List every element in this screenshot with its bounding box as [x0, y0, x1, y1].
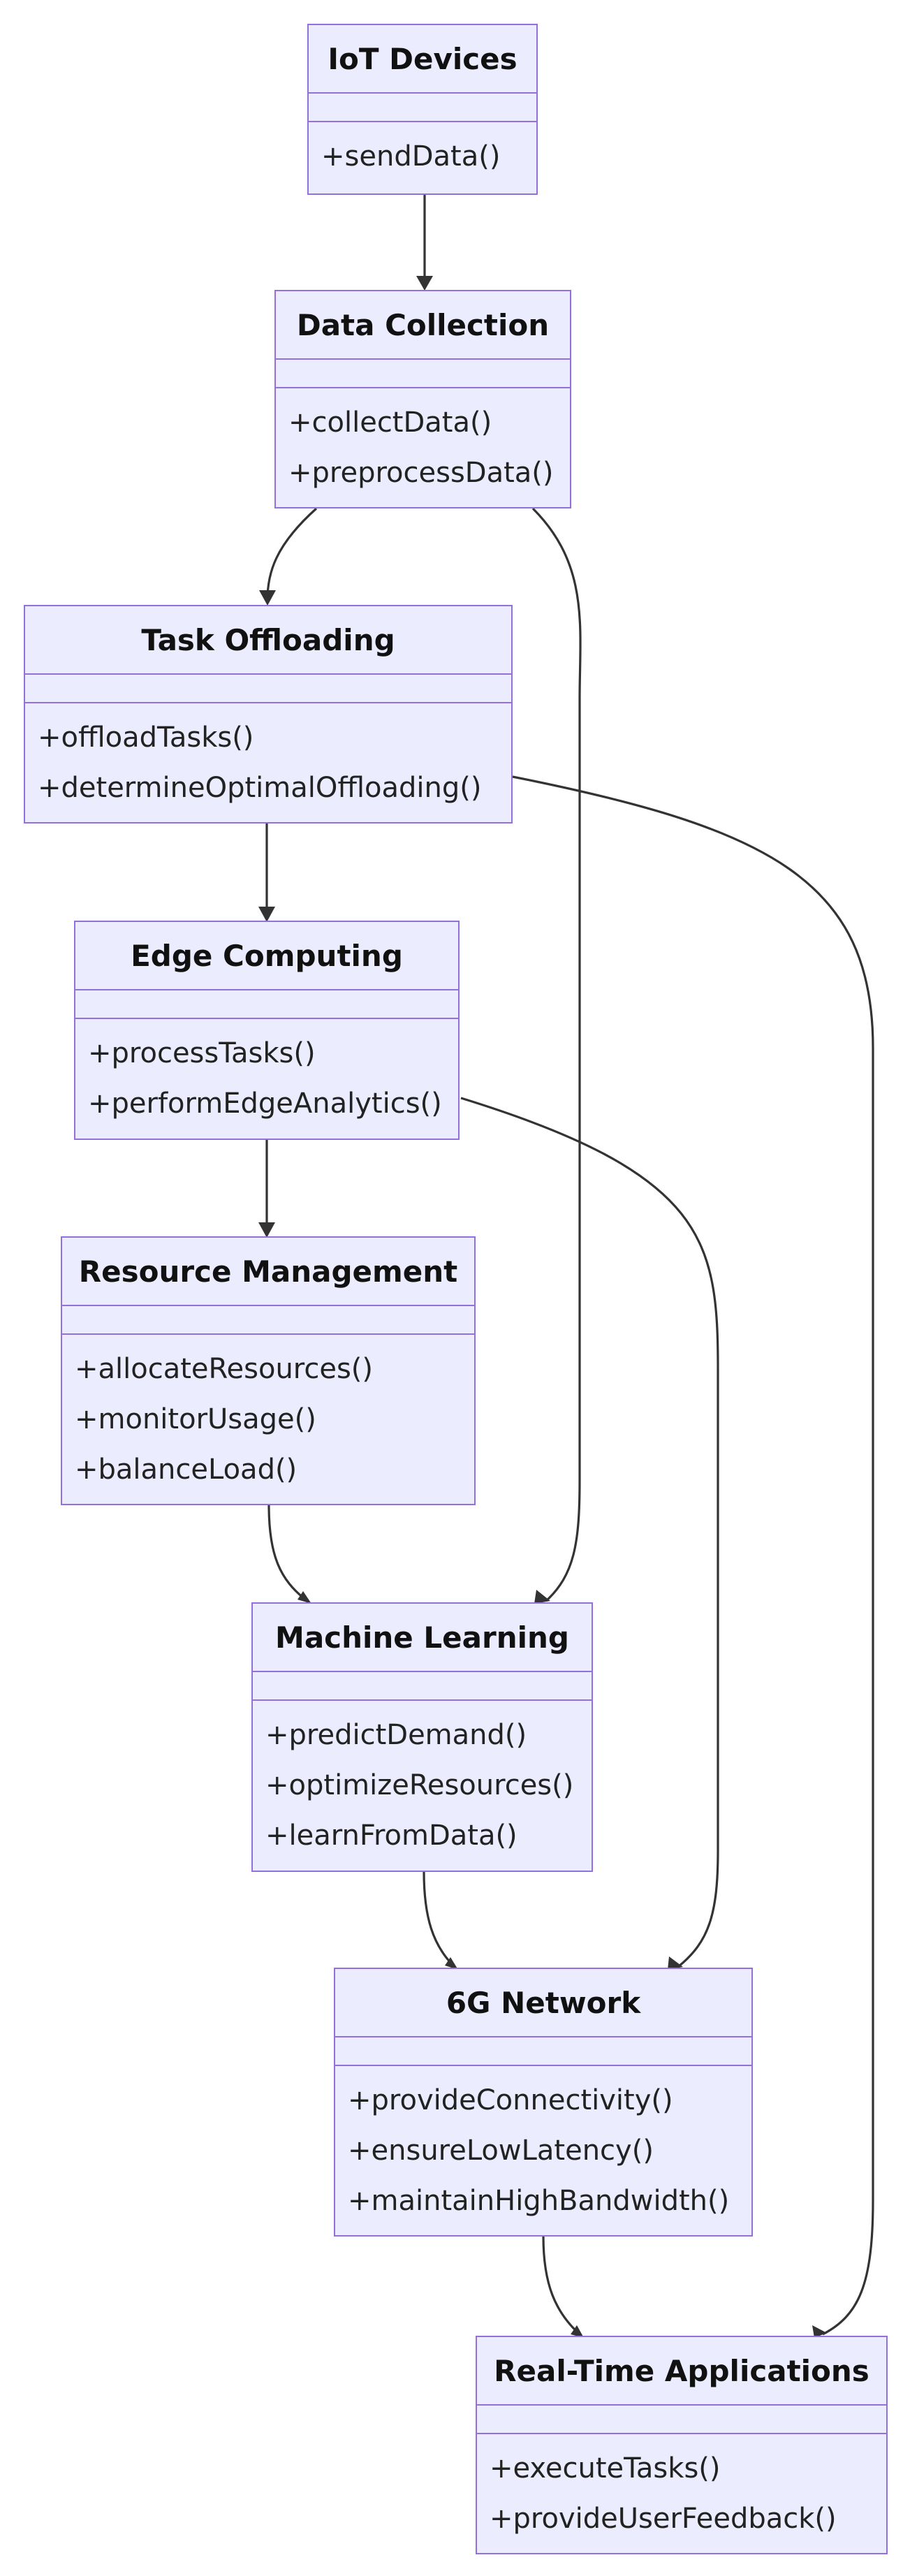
class-node-data-collection[interactable]: Data Collection +collectData() +preproce… [274, 290, 571, 508]
method-item: +provideUserFeedback() [490, 2503, 837, 2535]
method-item: +performEdgeAnalytics() [88, 1088, 442, 1120]
divider [335, 2065, 751, 2066]
arrowhead-iot-devices-to-data-collection [416, 276, 433, 291]
arrowhead-network-6g-to-realtime-apps [571, 2325, 584, 2338]
class-title: 6G Network [446, 1985, 641, 2020]
class-title: Real-Time Applications [494, 2353, 869, 2388]
edge-machine-learning-to-network-6g [423, 1871, 455, 1968]
method-item: +determineOptimalOffloading() [38, 772, 482, 804]
divider [75, 1018, 458, 1019]
divider [253, 1699, 592, 1701]
edge-network-6g-to-realtime-apps [542, 2236, 581, 2336]
arrowhead-data-collection-to-task-offloading [259, 590, 276, 606]
method-list: +executeTasks() +provideUserFeedback() [490, 2443, 882, 2544]
method-item: +allocateResources() [75, 1353, 374, 1385]
method-item: +sendData() [321, 140, 501, 173]
arrowhead-machine-learning-to-network-6g [445, 1957, 458, 1970]
method-item: +provideConnectivity() [348, 2084, 673, 2116]
method-list: +provideConnectivity() +ensureLowLatency… [348, 2075, 747, 2226]
edge-data-collection-to-task-offloading [266, 507, 318, 603]
edge-edge-computing-to-network-6g [460, 1097, 719, 1968]
arrowhead-task-offloading-to-edge-computing [258, 907, 275, 922]
class-title: Machine Learning [275, 1620, 569, 1655]
class-node-machine-learning[interactable]: Machine Learning +predictDemand() +optim… [251, 1602, 593, 1872]
arrowhead-edge-computing-to-network-6g [668, 1956, 683, 1970]
method-item: +processTasks() [88, 1037, 316, 1069]
method-list: +processTasks() +performEdgeAnalytics() [88, 1028, 454, 1129]
method-item: +learnFromData() [265, 1820, 517, 1852]
edge-data-collection-to-machine-learning [531, 507, 582, 1602]
class-title: Edge Computing [131, 938, 403, 973]
method-item: +maintainHighBandwidth() [348, 2185, 730, 2217]
divider [25, 673, 511, 675]
arrowhead-edge-computing-to-resource-management [258, 1222, 275, 1238]
divider [335, 2036, 751, 2037]
method-list: +offloadTasks() +determineOptimalOffload… [38, 712, 507, 813]
arrowhead-resource-management-to-machine-learning [298, 1591, 311, 1604]
class-title: Task Offloading [141, 622, 395, 657]
method-item: +collectData() [288, 407, 492, 439]
divider [75, 989, 458, 990]
method-item: +executeTasks() [490, 2452, 721, 2484]
method-list: +collectData() +preprocessData() [288, 397, 566, 498]
edge-task-offloading-to-realtime-apps [512, 775, 874, 2336]
divider [62, 1305, 474, 1306]
divider [477, 2433, 886, 2434]
divider [309, 92, 536, 94]
class-node-resource-management[interactable]: Resource Management +allocateResources()… [61, 1236, 476, 1505]
class-node-6g-network[interactable]: 6G Network +provideConnectivity() +ensur… [334, 1968, 753, 2237]
class-node-edge-computing[interactable]: Edge Computing +processTasks() +performE… [74, 921, 460, 1140]
divider [276, 358, 570, 360]
arrowhead-data-collection-to-machine-learning [534, 1590, 550, 1604]
divider [62, 1333, 474, 1335]
class-node-realtime-applications[interactable]: Real-Time Applications +executeTasks() +… [476, 2336, 888, 2554]
method-item: +balanceLoad() [75, 1454, 298, 1486]
class-node-iot-devices[interactable]: IoT Devices +sendData() [307, 24, 538, 195]
divider [25, 702, 511, 703]
edge-resource-management-to-machine-learning [267, 1505, 308, 1602]
method-item: +predictDemand() [265, 1719, 527, 1751]
method-list: +allocateResources() +monitorUsage() +ba… [75, 1344, 470, 1495]
divider [309, 121, 536, 122]
divider [477, 2404, 886, 2406]
class-title: Data Collection [296, 307, 550, 342]
method-list: +sendData() [321, 131, 532, 182]
method-item: +offloadTasks() [38, 722, 254, 754]
method-list: +predictDemand() +optimizeResources() +l… [265, 1710, 587, 1861]
class-title: IoT Devices [328, 41, 517, 76]
method-item: +preprocessData() [288, 457, 554, 489]
method-item: +ensureLowLatency() [348, 2135, 654, 2167]
class-node-task-offloading[interactable]: Task Offloading +offloadTasks() +determi… [24, 605, 513, 824]
method-item: +monitorUsage() [75, 1403, 316, 1435]
divider [276, 387, 570, 388]
divider [253, 1671, 592, 1672]
arrowhead-task-offloading-to-realtime-apps [812, 2325, 827, 2338]
class-title: Resource Management [78, 1254, 458, 1289]
method-item: +optimizeResources() [265, 1769, 574, 1801]
